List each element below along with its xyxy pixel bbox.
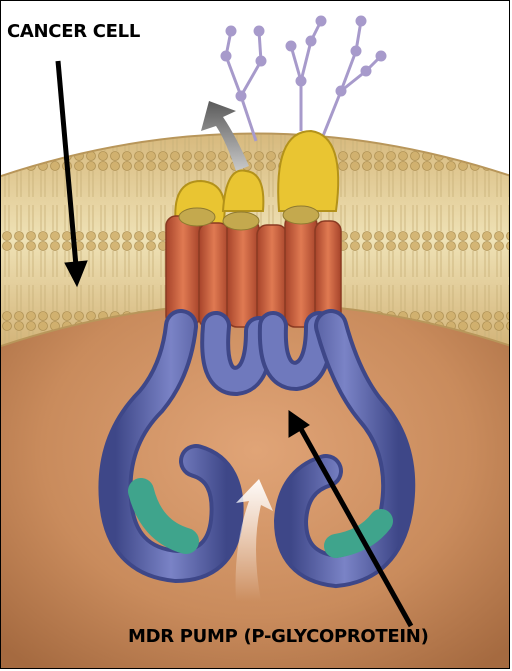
transmembrane-helices bbox=[166, 215, 341, 328]
cancer-cell-label: CANCER CELL bbox=[7, 21, 140, 42]
mdr-pump-label: MDR PUMP (P-GLYCOPROTEIN) bbox=[128, 626, 429, 647]
